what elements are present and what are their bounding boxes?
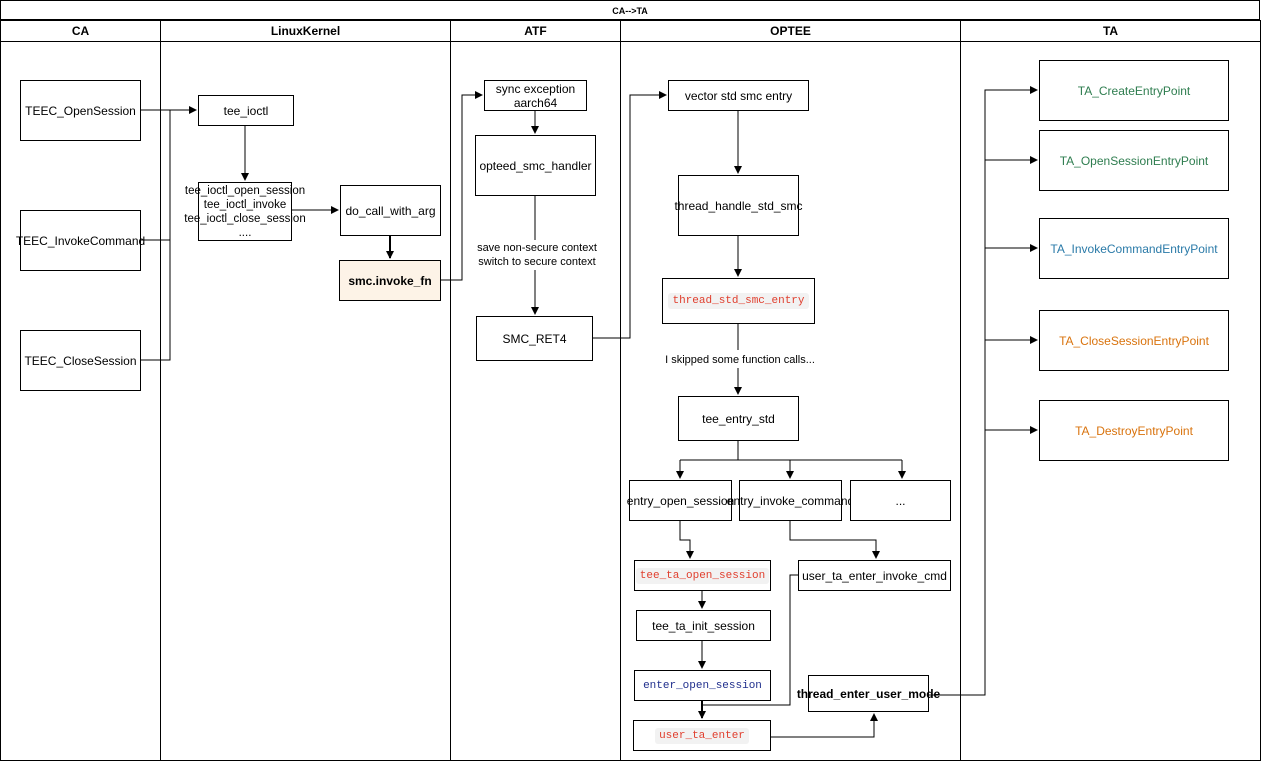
thread-std-smc-entry-node: thread_std_smc_entry (662, 278, 815, 324)
enter-open-session-node: enter_open_session (634, 670, 771, 701)
entry-open-session-node: entry_open_session (627, 480, 734, 521)
sync-exception-line2: aarch64 (513, 95, 558, 110)
tee-ta-open-session-node: tee_ta_open_session (634, 560, 771, 591)
teec-opensession-node: TEEC_OpenSession (20, 80, 141, 141)
tee-ta-open-session-label: tee_ta_open_session (635, 567, 770, 584)
ioctl-more-label: .... (238, 226, 252, 239)
ioctl-invoke-label: tee_ioctl_invoke (203, 198, 287, 211)
ta-invoke-command-entry-point-node: TA_InvokeCommandEntryPoint (1039, 218, 1229, 279)
lane-optee-header: OPTEE (621, 21, 960, 42)
ta-create-entry-point-node: TA_CreateEntryPoint (1039, 60, 1229, 121)
opteed-smc-handler-node: opteed_smc_handler (475, 135, 596, 196)
ta-destroy-entry-point-node: TA_DestroyEntryPoint (1039, 400, 1229, 461)
context-note-line1: save non-secure context (477, 242, 597, 254)
sync-exception-node: sync exception aarch64 (484, 80, 587, 111)
lane-atf-header: ATF (451, 21, 620, 42)
tee-entry-std-node: tee_entry_std (678, 396, 799, 441)
context-switch-note: save non-secure context switch to secure… (472, 241, 602, 269)
teec-invokecommand-node: TEEC_InvokeCommand (16, 210, 145, 271)
lane-ca-header: CA (1, 21, 160, 42)
do-call-with-arg-node: do_call_with_arg (340, 185, 441, 236)
ta-close-session-entry-point-node: TA_CloseSessionEntryPoint (1039, 310, 1229, 371)
user-ta-enter-label: user_ta_enter (655, 727, 749, 744)
thread-std-smc-entry-label: thread_std_smc_entry (668, 293, 809, 309)
smc-invoke-fn-node: smc.invoke_fn (339, 260, 441, 301)
ta-open-session-entry-point-node: TA_OpenSessionEntryPoint (1039, 130, 1229, 191)
entry-invoke-command-node: entry_invoke_command (727, 480, 854, 521)
entry-ellipsis-node: ... (850, 480, 951, 521)
lane-ta-header: TA (961, 21, 1260, 42)
ioctl-close-session-label: tee_ioctl_close_session (184, 212, 306, 225)
sync-exception-line1: sync exception (495, 81, 576, 96)
thread-enter-user-mode-node: thread_enter_user_mode (797, 675, 940, 712)
ioctl-open-session-label: tee_ioctl_open_session (184, 184, 306, 197)
smc-ret4-node: SMC_RET4 (476, 316, 593, 361)
skip-note: I skipped some function calls... (660, 353, 820, 367)
context-note-line2: switch to secure context (478, 256, 596, 268)
diagram-title: CA-->TA (0, 0, 1260, 20)
lane-linuxkernel: LinuxKernel (160, 20, 451, 761)
lane-linuxkernel-header: LinuxKernel (161, 21, 450, 42)
vector-std-smc-entry-node: vector std smc entry (668, 80, 809, 111)
lane-atf: ATF (450, 20, 621, 761)
ioctl-list-node: tee_ioctl_open_session tee_ioctl_invoke … (184, 182, 306, 241)
teec-closesession-node: TEEC_CloseSession (20, 330, 141, 391)
user-ta-enter-node: user_ta_enter (633, 720, 771, 751)
thread-handle-std-smc-node: thread_handle_std_smc (674, 175, 803, 236)
tee-ta-init-session-node: tee_ta_init_session (636, 610, 771, 641)
user-ta-enter-invoke-cmd-node: user_ta_enter_invoke_cmd (798, 560, 951, 591)
lane-optee: OPTEE (620, 20, 961, 761)
tee-ioctl-node: tee_ioctl (198, 95, 294, 126)
